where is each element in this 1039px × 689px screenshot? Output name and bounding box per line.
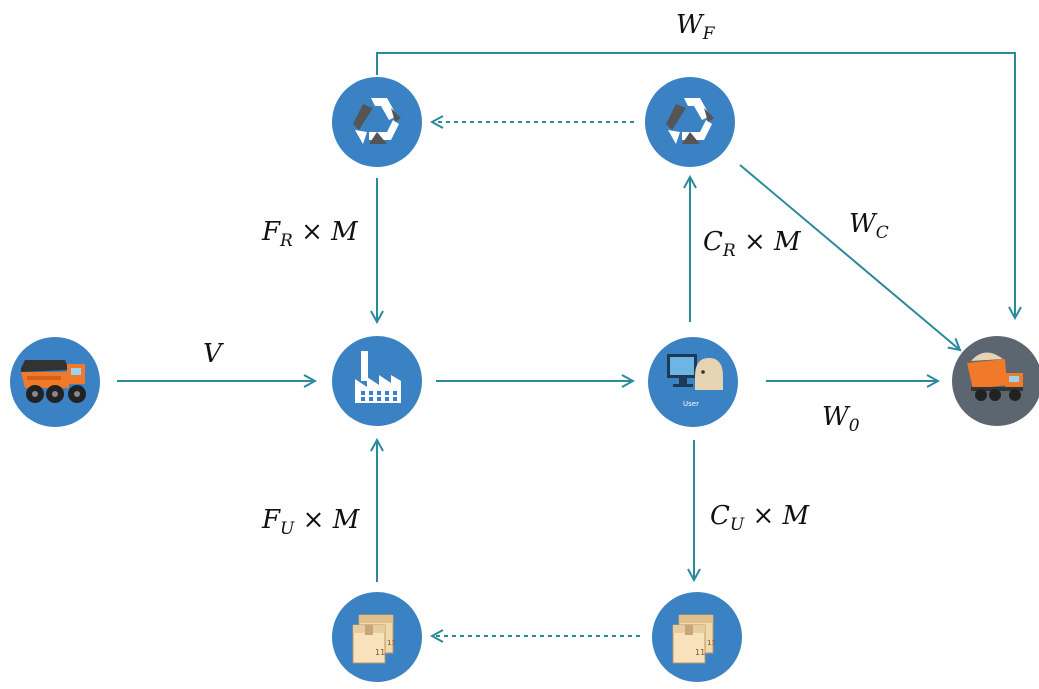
flow-labels: WF WC W0 V FR × M CR × M FU × M CU × M xyxy=(203,10,889,539)
dump-truck-icon xyxy=(967,352,1023,401)
factory-node xyxy=(332,336,422,426)
waste-feedback-arrow xyxy=(376,52,1015,318)
mine-node xyxy=(10,337,100,427)
landfill-node xyxy=(952,336,1039,426)
label-wf: WF xyxy=(676,10,716,44)
recycle-node-top-left xyxy=(332,77,422,167)
label-fu: FU × M xyxy=(261,505,361,539)
user-caption: User xyxy=(683,400,699,408)
label-w0: W0 xyxy=(822,402,860,436)
collection-waste-arrow xyxy=(739,164,960,350)
mining-truck-icon xyxy=(21,360,86,403)
reuse-node-bottom-right xyxy=(652,592,742,682)
connectors xyxy=(117,52,1015,636)
label-cr: CR × M xyxy=(703,227,802,261)
label-v: V xyxy=(203,339,224,369)
label-cu: CU × M xyxy=(710,501,811,535)
reuse-node-bottom-left xyxy=(332,592,422,682)
user-node: User xyxy=(648,337,738,427)
recycle-node-top-right xyxy=(645,77,735,167)
label-wc: WC xyxy=(849,209,889,243)
user-computer-icon xyxy=(667,354,723,390)
label-fr: FR × M xyxy=(261,217,359,251)
factory-icon xyxy=(355,351,401,403)
